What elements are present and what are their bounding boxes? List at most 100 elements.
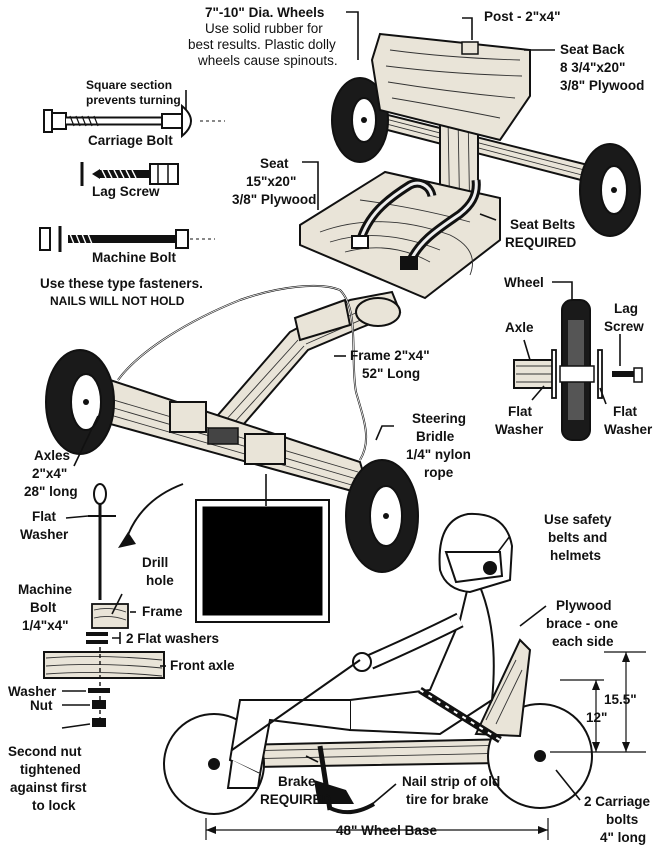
label-second-nut: Second nut tightened against first to lo… <box>8 744 87 813</box>
svg-text:7"-10" Dia. Wheels: 7"-10" Dia. Wheels <box>205 5 324 20</box>
label-brake: Brake REQUIRED <box>260 774 332 807</box>
svg-text:1/4"x4": 1/4"x4" <box>22 618 69 633</box>
svg-text:tire for brake: tire for brake <box>406 792 489 807</box>
svg-text:52" Long: 52" Long <box>362 366 420 381</box>
svg-text:Bridle: Bridle <box>416 429 455 444</box>
svg-text:Seat: Seat <box>260 156 289 171</box>
label-drill-hole: Drill hole <box>142 555 174 588</box>
svg-text:brace - one: brace - one <box>546 616 619 631</box>
svg-text:Steering: Steering <box>412 411 466 426</box>
label-assembly-flat-washer: Flat Washer <box>20 509 69 542</box>
label-front-axle: Front axle <box>170 658 235 673</box>
svg-text:Lag: Lag <box>614 301 638 316</box>
svg-text:Washer: Washer <box>20 527 69 542</box>
seat-belts <box>351 178 481 270</box>
front-right-wheel <box>345 459 419 573</box>
svg-text:wheels cause spinouts.: wheels cause spinouts. <box>197 53 338 68</box>
label-detail-lag-screw: Lag Screw <box>604 301 644 334</box>
svg-text:REQUIRED: REQUIRED <box>505 235 577 250</box>
label-dim-12: 12" <box>586 710 607 725</box>
rear-axle-assembly <box>331 77 641 237</box>
svg-text:Flat: Flat <box>32 509 57 524</box>
dimension-lines <box>205 651 646 840</box>
label-machine-bolt: Machine Bolt <box>92 250 177 265</box>
svg-text:tightened: tightened <box>20 762 81 777</box>
rear-right-wheel <box>579 143 641 237</box>
label-seat-belts: Seat Belts REQUIRED <box>505 217 577 250</box>
svg-text:Flat: Flat <box>613 404 638 419</box>
frame <box>203 290 402 442</box>
svg-text:Washer: Washer <box>495 422 544 437</box>
label-brace: Plywood brace - one each side <box>546 598 619 649</box>
leader-lines <box>61 11 621 807</box>
svg-text:Use solid rubber for: Use solid rubber for <box>205 21 323 36</box>
svg-text:2 Carriage: 2 Carriage <box>584 794 651 809</box>
label-safety: Use safety belts and helmets <box>544 512 612 563</box>
svg-text:Seat Belts: Seat Belts <box>510 217 575 232</box>
svg-text:Square section: Square section <box>86 78 172 92</box>
label-dim-15-5: 15.5" <box>604 692 637 707</box>
svg-text:rope: rope <box>424 465 454 480</box>
label-square-section: Square section prevents turning <box>86 78 181 107</box>
svg-text:to lock: to lock <box>32 798 76 813</box>
label-fastener-note: Use these type fasteners. NAILS WILL NOT… <box>40 276 203 308</box>
label-assembly-frame: Frame <box>142 604 183 619</box>
svg-text:NAILS WILL NOT HOLD: NAILS WILL NOT HOLD <box>50 294 185 308</box>
label-post: Post - 2"x4" <box>484 9 561 24</box>
svg-text:28" long: 28" long <box>24 484 78 499</box>
svg-text:REQUIRED: REQUIRED <box>260 792 332 807</box>
svg-text:Flat: Flat <box>508 404 533 419</box>
svg-text:Screw: Screw <box>604 319 644 334</box>
label-seat-back: Seat Back 8 3/4"x20" 3/8" Plywood <box>560 42 644 93</box>
svg-text:belts and: belts and <box>548 530 607 545</box>
svg-text:Washer: Washer <box>604 422 653 437</box>
label-axle: Axle <box>505 320 534 335</box>
rear-left-wheel <box>331 77 389 163</box>
svg-text:4" long: 4" long <box>600 830 646 845</box>
label-axles: Axles 2"x4" 28" long <box>24 448 78 499</box>
svg-text:helmets: helmets <box>550 548 601 563</box>
bolt-assembly-illustration <box>43 483 184 727</box>
svg-text:Plywood: Plywood <box>556 598 612 613</box>
svg-text:Machine: Machine <box>18 582 73 597</box>
label-seat: Seat 15"x20" 3/8" Plywood <box>232 156 316 207</box>
svg-text:Frame 2"x4": Frame 2"x4" <box>350 348 430 363</box>
svg-text:3/8" Plywood: 3/8" Plywood <box>232 192 316 207</box>
svg-text:against first: against first <box>10 780 87 795</box>
rider-side-view <box>163 512 593 815</box>
svg-text:15"x20": 15"x20" <box>246 174 296 189</box>
label-frame: Frame 2"x4" 52" Long <box>350 348 430 381</box>
svg-text:Axles: Axles <box>34 448 70 463</box>
label-detail-flat-washer-left: Flat Washer <box>495 404 544 437</box>
label-carriage-bolts: 2 Carriage bolts 4" long <box>584 794 651 845</box>
label-assembly-machine-bolt: Machine Bolt 1/4"x4" <box>18 582 73 633</box>
wheel-detail-illustration <box>513 299 643 441</box>
svg-text:Use safety: Use safety <box>544 512 612 527</box>
seat <box>299 170 501 300</box>
svg-text:Nail strip of old: Nail strip of old <box>402 774 500 789</box>
label-wheel-base: 48" Wheel Base <box>336 823 437 838</box>
svg-text:3/8" Plywood: 3/8" Plywood <box>560 78 644 93</box>
svg-text:each side: each side <box>552 634 614 649</box>
svg-text:1/4" nylon: 1/4" nylon <box>406 447 471 462</box>
svg-text:hole: hole <box>146 573 174 588</box>
lag-screw-illustration <box>80 162 179 186</box>
label-wheels: 7"-10" Dia. Wheels Use solid rubber for … <box>188 5 338 68</box>
svg-text:Second nut: Second nut <box>8 744 82 759</box>
svg-text:8 3/4"x20": 8 3/4"x20" <box>560 60 625 75</box>
label-detail-flat-washer-right: Flat Washer <box>604 404 653 437</box>
svg-text:Use these type fasteners.: Use these type fasteners. <box>40 276 203 291</box>
label-wheel: Wheel <box>504 275 544 290</box>
label-nut: Nut <box>30 698 53 713</box>
svg-text:Brake: Brake <box>278 774 316 789</box>
svg-text:bolts: bolts <box>606 812 638 827</box>
svg-text:2"x4": 2"x4" <box>32 466 67 481</box>
carriage-bolt-illustration <box>43 103 225 139</box>
label-flat-washers: 2 Flat washers <box>126 631 219 646</box>
svg-text:Bolt: Bolt <box>30 600 57 615</box>
front-axle <box>84 378 372 498</box>
label-steering: Steering Bridle 1/4" nylon rope <box>406 411 471 480</box>
label-lag-screw: Lag Screw <box>92 184 160 199</box>
svg-text:prevents turning: prevents turning <box>86 93 181 107</box>
